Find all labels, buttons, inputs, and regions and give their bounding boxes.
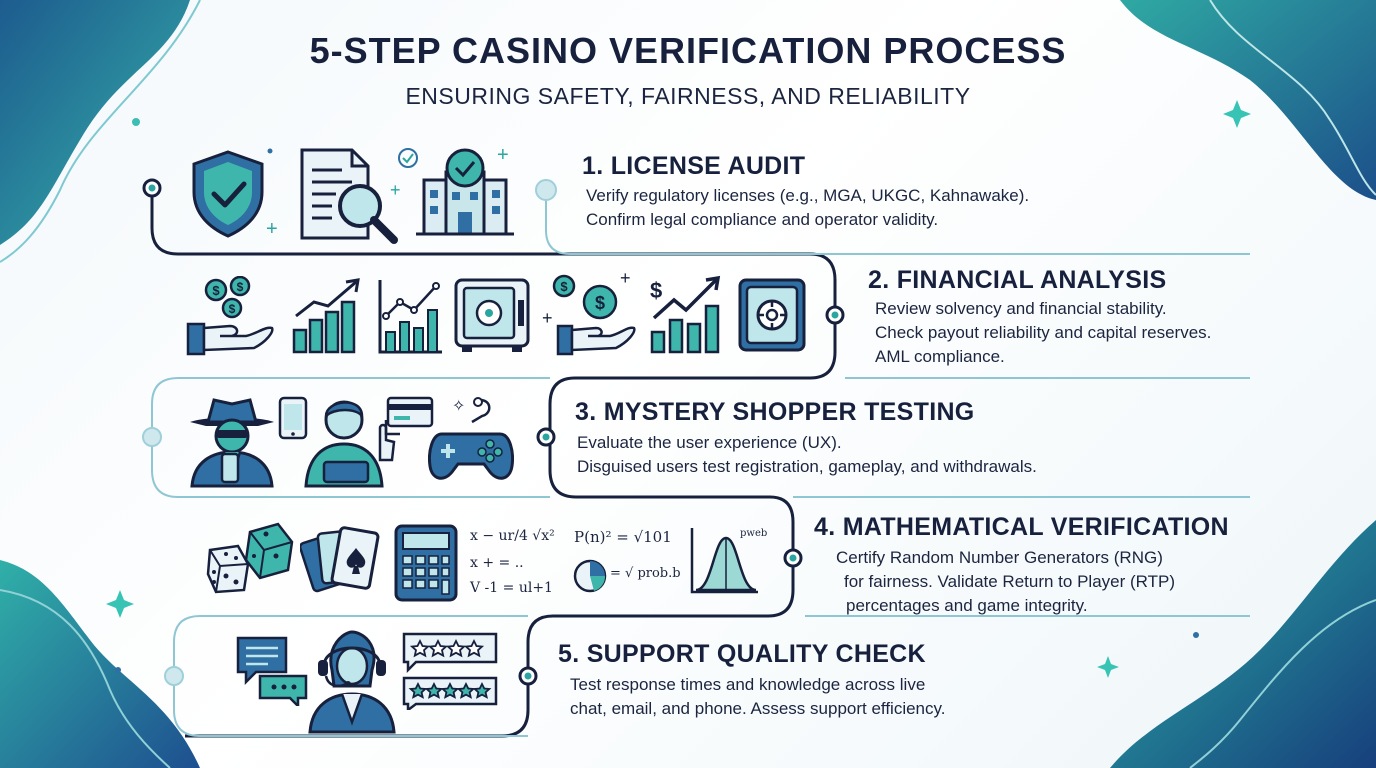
sparkle-icon [1097, 656, 1119, 678]
svg-text:$: $ [212, 283, 220, 298]
plus-icon: + [620, 268, 631, 288]
calculator-icon [394, 524, 458, 602]
node-dot [535, 179, 557, 201]
blob-bottom-right [1110, 520, 1376, 768]
formula-line: V -1 = ul+1 [470, 580, 553, 596]
step-4-line: Certify Random Number Generators (RNG) [836, 548, 1163, 567]
step-3-description: Evaluate the user experience (UX). Disgu… [577, 431, 1037, 479]
step-3-line: Evaluate the user experience (UX). [577, 433, 842, 452]
bar-chart-up-icon [292, 278, 360, 354]
support-agent-icon [308, 630, 396, 734]
page-subtitle: ENSURING SAFETY, FAIRNESS, AND RELIABILI… [405, 83, 971, 109]
step-1-title: 1. LICENSE AUDIT [582, 152, 806, 180]
step-4-description: Certify Random Number Generators (RNG) f… [836, 546, 1175, 618]
step-1-line: Verify regulatory licenses (e.g., MGA, U… [586, 186, 1030, 205]
svg-text:$: $ [237, 280, 244, 294]
vault-icon [738, 278, 806, 352]
step-5-description: Test response times and knowledge across… [570, 673, 945, 721]
sparkle-small-icon: ✧ [452, 398, 466, 415]
formula-line: P(n)² = √101 [574, 528, 672, 546]
page-title: 5-STEP CASINO VERIFICATION PROCESS [309, 30, 1067, 71]
formula-line: x + = .. [470, 555, 524, 571]
step-4-line: for fairness. Validate Return to Player … [844, 572, 1176, 591]
credit-card-icon [384, 396, 434, 436]
safe-icon [454, 278, 530, 352]
chat-bubbles-icon [236, 636, 308, 706]
step-2-line: Review solvency and financial stability. [875, 299, 1167, 318]
plus-icon: + [497, 144, 509, 166]
svg-text:$: $ [229, 302, 236, 316]
svg-text:$: $ [560, 279, 568, 294]
blob-top-right [1120, 0, 1376, 200]
svg-text:$: $ [595, 293, 605, 313]
pie-chart-icon [573, 559, 607, 593]
step-1-line: Confirm legal compliance and operator va… [586, 210, 939, 229]
shield-check-icon [192, 150, 264, 238]
building-badge-icon [416, 148, 514, 236]
svg-text:$: $ [650, 278, 662, 303]
formula-line: = √ prob.b [610, 566, 681, 581]
step-5-line: chat, email, and phone. Assess support e… [570, 699, 946, 718]
sparkle-icon [1223, 100, 1251, 128]
node-dot [142, 427, 162, 447]
line-chart-icon [378, 280, 442, 354]
bell-curve-icon [690, 528, 758, 594]
plus-icon: + [542, 308, 553, 328]
step-1-description: Verify regulatory licenses (e.g., MGA, U… [586, 184, 1029, 232]
document-magnifier-icon [300, 148, 398, 244]
dice-icon [206, 522, 294, 594]
plus-icon: + [266, 218, 278, 240]
formula-label: pweb [740, 528, 768, 539]
spy-icon [190, 398, 274, 488]
node-dot [164, 666, 184, 686]
step-2-line: Check payout reliability and capital res… [875, 323, 1212, 342]
user-laptop-icon [304, 400, 396, 488]
step-3-title: 3. MYSTERY SHOPPER TESTING [575, 398, 975, 426]
blob-top-left [0, 0, 190, 245]
gamepad-icon [428, 397, 514, 480]
smartphone-icon [278, 396, 308, 440]
playing-cards-icon [300, 526, 380, 593]
step-3-line: Disguised users test registration, gamep… [577, 457, 1037, 476]
hand-coins-icon: $ $ $ [186, 276, 274, 356]
sparkle-icon [106, 590, 134, 618]
step-2-line: AML compliance. [875, 347, 1005, 366]
check-circle-icon [398, 148, 418, 168]
hand-dollar-icon: $ $ [552, 274, 636, 356]
formula-line: x − ur/4 √x² [470, 528, 555, 544]
step-2-title: 2. FINANCIAL ANALYSIS [868, 266, 1167, 294]
rating-stars-icon [402, 632, 498, 710]
step-2-description: Review solvency and financial stability.… [875, 297, 1211, 369]
plus-icon: + [390, 180, 401, 200]
step-4-line: percentages and game integrity. [846, 596, 1088, 615]
step-5-line: Test response times and knowledge across… [570, 675, 926, 694]
step-5-title: 5. SUPPORT QUALITY CHECK [558, 640, 926, 668]
step-4-title: 4. MATHEMATICAL VERIFICATION [814, 513, 1229, 541]
blob-bottom-left [0, 560, 200, 768]
growth-chart-icon: $ [650, 275, 721, 354]
